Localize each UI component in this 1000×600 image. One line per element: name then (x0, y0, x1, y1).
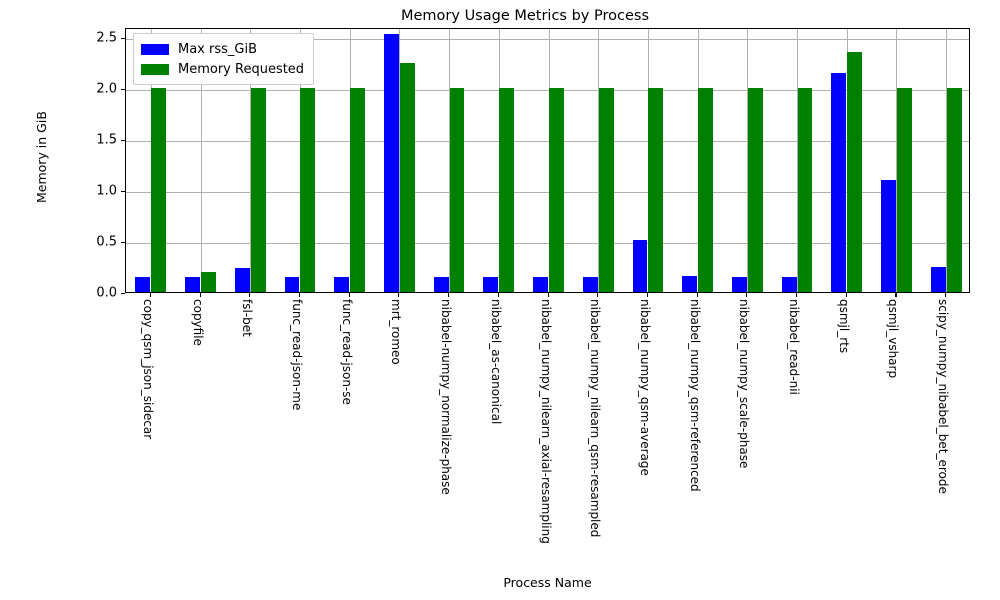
y-axis-tick-mark (121, 38, 125, 40)
y-axis-tick-mark (121, 293, 125, 295)
bar-memory-requested (698, 88, 714, 292)
x-axis-tick-label: nibabel_numpy_nilearn_qsm-resampled (588, 299, 603, 538)
legend-swatch-icon (141, 43, 169, 55)
x-axis-tick-label: copyfile (190, 299, 205, 346)
y-axis-label: Memory in GiB (34, 110, 49, 203)
gridline-horizontal (126, 192, 969, 194)
x-axis-tick-label: nibabel_numpy_qsm-average (637, 299, 652, 476)
x-axis-tick-mark (646, 293, 648, 297)
bar-max-rss (284, 276, 300, 292)
legend-label: Max rss_GiB (178, 41, 258, 57)
bar-memory-requested (548, 88, 564, 292)
bar-max-rss (383, 34, 399, 292)
y-axis-tick-label: 1.0 (96, 183, 117, 199)
bar-memory-requested (499, 88, 515, 292)
bar-memory-requested (797, 88, 813, 292)
bar-max-rss (781, 276, 797, 292)
x-axis-tick-label: qsmjl_rts (836, 299, 851, 354)
y-axis-tick-mark (121, 140, 125, 142)
x-axis-tick-label: nibabel-numpy_normalize-phase (439, 299, 454, 495)
bar-memory-requested (250, 88, 266, 292)
x-axis-tick-mark (945, 293, 947, 297)
gridline-vertical (200, 29, 202, 292)
bar-max-rss (582, 276, 598, 292)
bar-max-rss (433, 276, 449, 292)
x-axis-tick-mark (249, 293, 251, 297)
y-axis-tick-label: 0.0 (96, 285, 117, 301)
bar-max-rss (135, 276, 151, 292)
bar-memory-requested (151, 88, 167, 292)
bar-max-rss (234, 267, 250, 292)
bar-memory-requested (896, 88, 912, 292)
x-axis-tick-mark (746, 293, 748, 297)
x-axis-tick-mark (199, 293, 201, 297)
bar-max-rss (731, 276, 747, 292)
x-axis-tick-label: nibabel_as-canonical (488, 299, 503, 425)
gridline-horizontal (126, 141, 969, 143)
gridline-horizontal (126, 39, 969, 41)
x-axis-tick-label: func_read-json-se (339, 299, 354, 405)
x-axis-tick-label: nibabel_numpy_qsm-referenced (687, 299, 702, 492)
x-axis-tick-mark (398, 293, 400, 297)
y-axis-tick-mark (121, 242, 125, 244)
bar-memory-requested (847, 52, 863, 292)
y-axis-tick-label: 2.0 (96, 81, 117, 97)
bar-max-rss (334, 276, 350, 292)
x-axis-tick-mark (845, 293, 847, 297)
legend-item[interactable]: Max rss_GiB (141, 39, 304, 59)
bar-memory-requested (399, 62, 415, 292)
bar-max-rss (930, 266, 946, 292)
x-axis-tick-label: qsmjl_vsharp (886, 299, 901, 379)
bar-memory-requested (300, 88, 316, 292)
x-axis-tick-mark (448, 293, 450, 297)
x-axis-tick-mark (298, 293, 301, 297)
x-axis-tick-mark (597, 293, 599, 297)
x-axis-tick-mark (348, 293, 350, 297)
x-axis-tick-mark (497, 293, 499, 297)
x-axis-tick-mark (696, 293, 698, 297)
gridline-horizontal (126, 90, 969, 92)
x-axis-tick-mark (547, 293, 549, 297)
bars-layer (126, 29, 969, 292)
x-axis-tick-mark (895, 293, 897, 297)
x-axis-tick-label: fsl-bet (240, 299, 255, 337)
bar-memory-requested (648, 88, 664, 292)
x-axis-tick-label: nibabel_numpy_nilearn_axial-resampling (538, 299, 553, 544)
legend-swatch-icon (141, 63, 169, 75)
bar-memory-requested (350, 88, 366, 292)
x-axis-tick-label: nibabel_read-nii (787, 299, 802, 395)
bar-memory-requested (747, 88, 763, 292)
y-axis-tick-label: 2.5 (96, 30, 117, 46)
y-axis-tick-mark (121, 191, 125, 193)
x-axis-tick-label: mrt_romeo (389, 299, 404, 365)
bar-memory-requested (946, 88, 962, 292)
x-axis-label: Process Name (503, 575, 592, 590)
legend-item[interactable]: Memory Requested (141, 59, 304, 79)
legend-label: Memory Requested (178, 61, 305, 77)
x-axis-tick-mark (796, 293, 798, 297)
x-axis-tick-mark (149, 293, 151, 297)
gridline-horizontal (126, 243, 969, 245)
bar-memory-requested (201, 271, 216, 292)
plot-area (125, 28, 970, 293)
x-axis-tick-label: func_read-json-me (289, 299, 304, 411)
x-axis-tick-label: scipy_numpy_nibabel_bet_erode (936, 299, 951, 494)
bar-memory-requested (598, 88, 614, 292)
bar-max-rss (881, 179, 896, 292)
x-axis-tick-label: nibabel_numpy_scale-phase (737, 299, 752, 469)
bar-max-rss (483, 276, 499, 292)
y-axis-tick-label: 0.5 (96, 234, 117, 250)
bar-max-rss (831, 72, 847, 292)
y-axis-tick-label: 1.5 (96, 132, 117, 148)
bar-max-rss (533, 276, 548, 292)
bar-max-rss (185, 276, 201, 292)
chart-legend[interactable]: Max rss_GiB Memory Requested (133, 33, 315, 85)
bar-memory-requested (449, 88, 465, 292)
chart-title: Memory Usage Metrics by Process (400, 8, 649, 24)
y-axis-tick-mark (121, 89, 125, 91)
x-axis-tick-label: copy_qsm_json_sidecar (140, 299, 155, 440)
bar-max-rss (632, 240, 648, 292)
bar-max-rss (682, 275, 698, 292)
